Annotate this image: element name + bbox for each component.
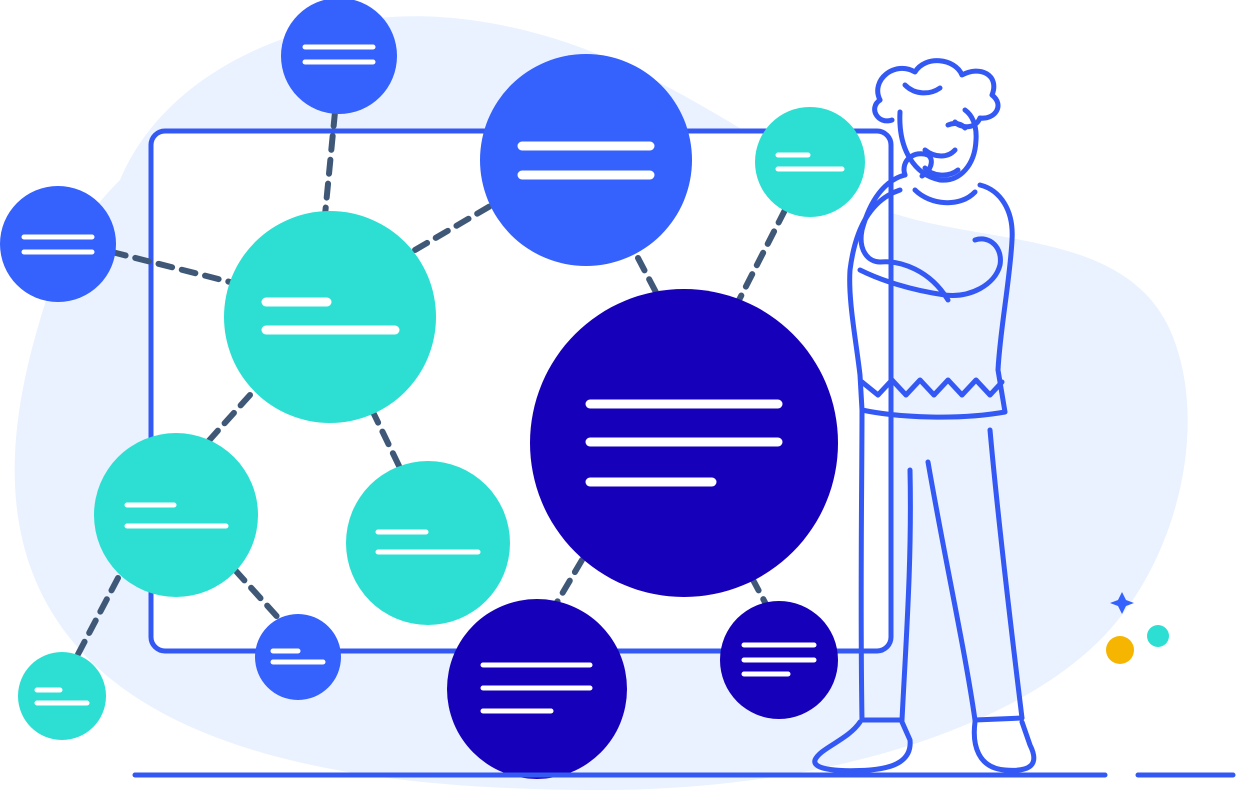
connector bbox=[72, 575, 121, 663]
node bbox=[0, 186, 116, 302]
connector bbox=[735, 207, 788, 305]
node bbox=[224, 211, 436, 423]
node bbox=[755, 107, 865, 217]
node bbox=[480, 54, 692, 266]
dot-icon bbox=[1147, 625, 1169, 647]
sparkle-icon bbox=[1110, 592, 1134, 614]
connector bbox=[232, 567, 285, 625]
connector bbox=[553, 557, 585, 607]
node bbox=[281, 0, 397, 114]
node bbox=[255, 614, 341, 700]
node bbox=[346, 461, 510, 625]
connector bbox=[202, 392, 253, 448]
connector bbox=[109, 249, 233, 285]
node bbox=[94, 433, 258, 597]
connector bbox=[369, 407, 403, 471]
node bbox=[18, 652, 106, 740]
node bbox=[447, 599, 627, 779]
node bbox=[530, 289, 838, 597]
connector bbox=[412, 202, 495, 253]
person-figure bbox=[812, 58, 1037, 774]
connector bbox=[322, 109, 338, 218]
dot-icon bbox=[1106, 636, 1134, 664]
node bbox=[720, 601, 838, 719]
